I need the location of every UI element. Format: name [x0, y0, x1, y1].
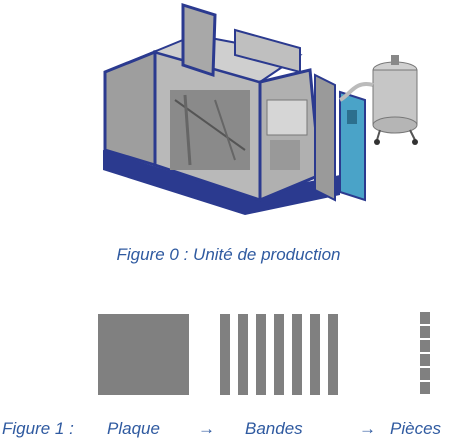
- machine-base: [103, 150, 340, 215]
- figure-1-prefix: Figure 1 :: [2, 419, 74, 438]
- piece-block: [420, 340, 430, 352]
- bande-strip: [256, 314, 266, 395]
- piece-block: [420, 326, 430, 338]
- machine-interior: [170, 90, 250, 170]
- stage-pieces-label: Pièces: [390, 419, 442, 438]
- figure-0-caption: Figure 0 : Unité de production: [116, 245, 341, 264]
- machine-open-door: [181, 2, 217, 78]
- stage-plaque-label: Plaque: [107, 419, 160, 438]
- stage-bandes-label: Bandes: [245, 419, 303, 438]
- bande-strip: [238, 314, 248, 395]
- figure-1-caption: Figure 1 : Plaque → Bandes → Pièces: [2, 419, 457, 441]
- bande-strip: [292, 314, 302, 395]
- arrow-icon: →: [359, 419, 376, 438]
- piece-block: [420, 312, 430, 324]
- plaque-shape: [98, 314, 189, 395]
- pieces-shape: [420, 312, 430, 396]
- control-cabinet-door: [314, 73, 336, 202]
- piece-block: [420, 354, 430, 366]
- piece-block: [420, 368, 430, 380]
- control-cabinet: [339, 90, 366, 202]
- bande-strip: [220, 314, 230, 395]
- bande-strip: [328, 314, 338, 395]
- bandes-shape: [220, 314, 340, 395]
- bande-strip: [310, 314, 320, 395]
- tank-body: [372, 69, 418, 126]
- piece-block: [420, 382, 430, 394]
- production-unit-illustration: [103, 2, 418, 215]
- bande-strip: [274, 314, 284, 395]
- arrow-icon: →: [198, 419, 215, 438]
